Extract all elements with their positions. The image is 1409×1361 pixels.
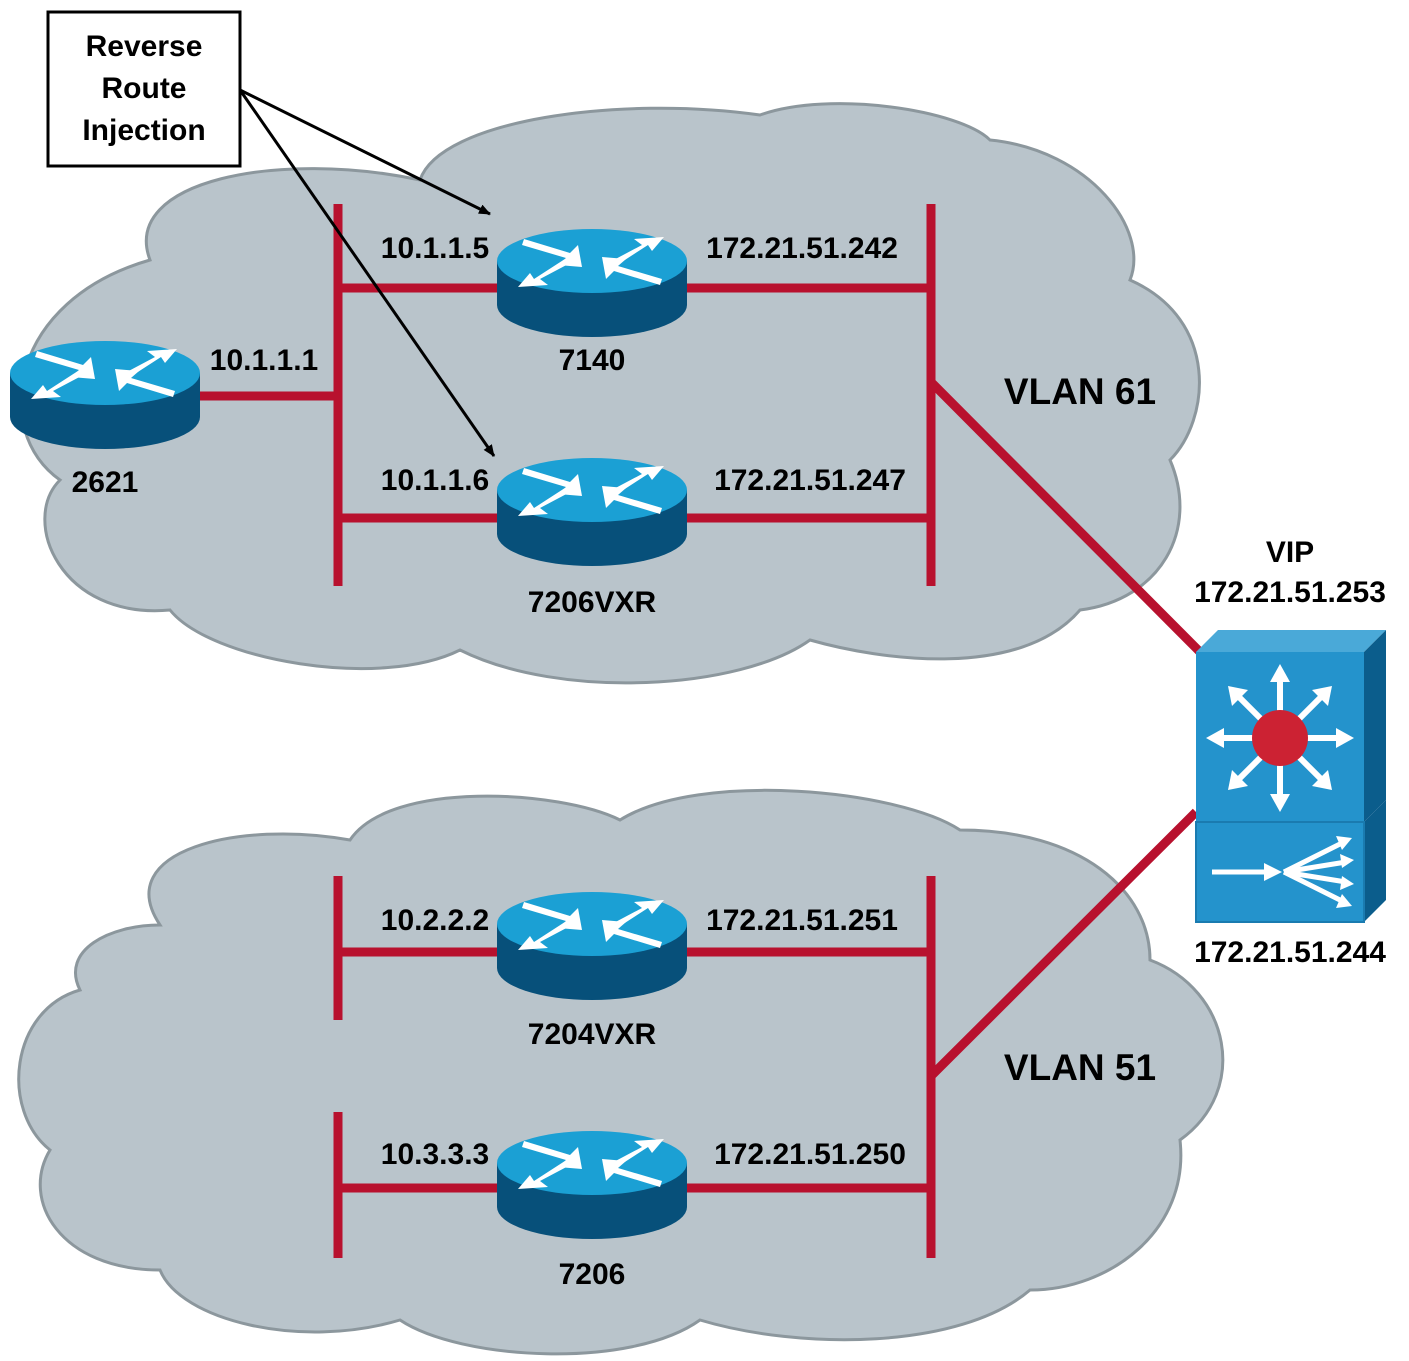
router-7206-name: 7206 [559, 1258, 626, 1291]
router-2621-ip: 10.1.1.1 [210, 344, 318, 377]
router-7140-inside-ip: 10.1.1.5 [381, 232, 489, 265]
router-7204vxr-name: 7204VXR [528, 1018, 657, 1051]
router-2621-name: 2621 [72, 466, 139, 499]
router-2621-icon [10, 341, 200, 449]
router-7206vxr-icon [497, 458, 687, 566]
router-7206vxr-outside-ip: 172.21.51.247 [714, 464, 906, 497]
router-7206-icon [497, 1131, 687, 1239]
router-7140-name: 7140 [559, 344, 626, 377]
cloud-vlan-51 [17, 788, 1225, 1356]
vip-label: VIP [1266, 536, 1314, 569]
callout-line-2: Route [102, 72, 187, 105]
vlan-61-label: VLAN 61 [1004, 371, 1156, 412]
arrow-icon [238, 88, 496, 457]
router-7140-outside-ip: 172.21.51.242 [706, 232, 898, 265]
callout-box [46, 10, 242, 168]
callout-line-3: Injection [82, 114, 205, 147]
callout-line-1: Reverse [86, 30, 203, 63]
router-7206-inside-ip: 10.3.3.3 [381, 1138, 489, 1171]
content-switch-icon [1195, 800, 1386, 923]
router-7140-icon [497, 229, 687, 337]
router-7206vxr-name: 7206VXR [528, 586, 657, 619]
cloud-vlan-61 [19, 102, 1201, 685]
router-7204vxr-outside-ip: 172.21.51.251 [706, 904, 898, 937]
router-7204vxr-inside-ip: 10.2.2.2 [381, 904, 489, 937]
router-7206vxr-inside-ip: 10.1.1.6 [381, 464, 489, 497]
router-7206-outside-ip: 172.21.51.250 [714, 1138, 906, 1171]
switch-ip: 172.21.51.244 [1194, 936, 1386, 969]
router-7204vxr-icon [497, 892, 687, 1000]
vip-ip: 172.21.51.253 [1194, 576, 1386, 609]
multilayer-switch-icon [1196, 630, 1386, 822]
vlan-51-label: VLAN 51 [1004, 1047, 1156, 1088]
